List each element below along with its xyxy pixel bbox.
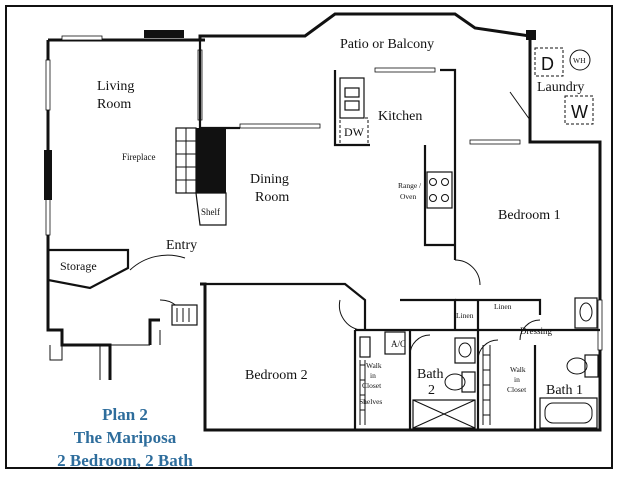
room-labels: Patio or Balcony Living Room Fireplace S… [60,37,588,406]
dryer-label: D [541,54,554,74]
closet1-hangers [482,345,491,425]
linen-b-label: Linen [494,302,512,311]
closet1-label-line3: Closet [507,385,527,394]
linen-a-label: Linen [456,311,474,320]
laundry-fixtures [534,47,594,125]
fireplace-label: Fireplace [122,152,155,162]
bath1-fixtures [539,297,599,429]
fireplace-hearth [196,128,226,193]
closet2-hangers [359,331,406,425]
bath2-label-line2: 2 [428,383,435,398]
doors [49,91,541,361]
ac-label: A/C [391,339,406,349]
living-room-label-line2: Room [97,97,131,112]
bedroom1-label: Bedroom 1 [498,208,561,223]
dark-wall-blocks [44,30,536,200]
closet2-label-line2: in [370,371,376,380]
kitchen-label: Kitchen [378,109,422,124]
dressing-label: Dressing [520,326,552,336]
closet2-label-line4: Shelves [359,397,382,406]
closet1-label-line2: in [514,375,520,384]
bath1-label: Bath 1 [546,383,583,398]
patio-label: Patio or Balcony [340,37,434,52]
closet2-label-line3: Closet [362,381,382,390]
entry-fixtures [99,304,198,380]
bath2-label-line1: Bath [417,367,443,382]
kitchen-fixtures [339,77,453,209]
bedroom2-label: Bedroom 2 [245,368,308,383]
page-frame [5,5,613,469]
range-label-line2: Oven [400,192,416,201]
dishwasher-label: DW [344,125,365,139]
dining-room-label-line2: Room [255,190,289,205]
caption-line1: Plan 2 [102,405,148,424]
washer-label: W [571,102,588,122]
caption-line2: The Mariposa [74,428,177,447]
laundry-label: Laundry [537,80,584,95]
entry-label: Entry [166,238,197,253]
closet2-label-line1: Walk [366,361,382,370]
bath2-fixtures [412,337,476,429]
water-heater-label: WH [573,56,586,65]
storage-label: Storage [60,259,97,273]
storage-closet [46,248,130,290]
dining-room-label-line1: Dining [250,172,289,187]
closet1-label-line1: Walk [510,365,526,374]
interior-walls [198,40,600,430]
living-room-label-line1: Living [97,79,134,94]
caption-line3: 2 Bedroom, 2 Bath [57,451,193,470]
range-label-line1: Range / [398,181,422,190]
shelf-label: Shelf [201,207,220,217]
plan-caption: Plan 2 The Mariposa 2 Bedroom, 2 Bath [57,405,193,470]
fireplace-grid [175,127,227,226]
